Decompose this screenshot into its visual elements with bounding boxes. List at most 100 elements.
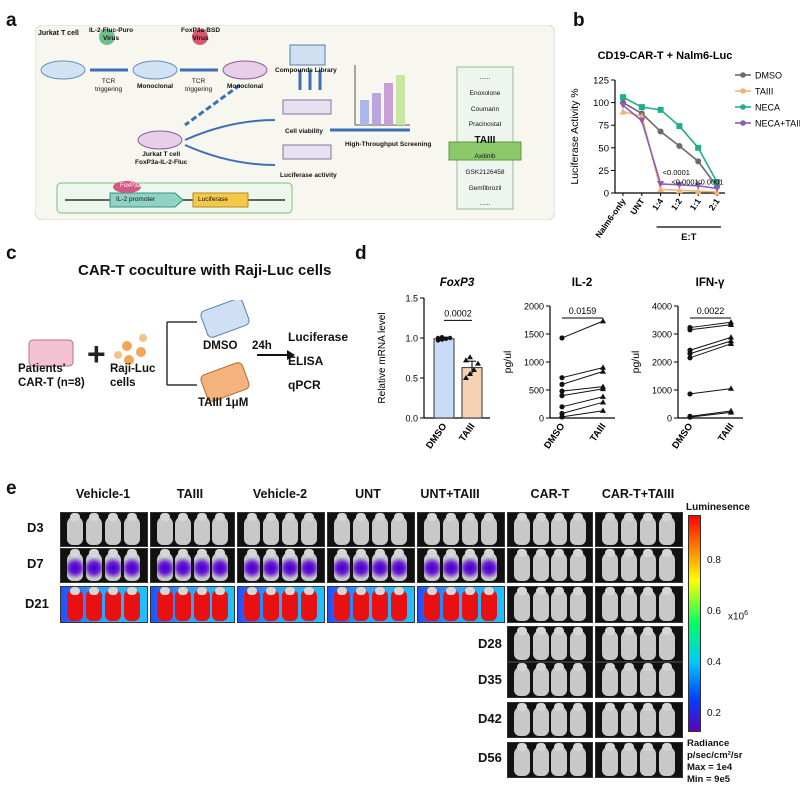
panel-c-title: CAR-T coculture with Raji-Luc cells [78,262,332,279]
mouse-icon [514,703,530,736]
mouse-image [417,586,505,623]
data-point [559,381,565,387]
legend-label: DMSO [755,71,782,81]
mouse-icon [659,627,675,660]
pvalue-label: 0.0002 [444,308,472,318]
mouse-image [417,548,505,583]
mouse-icon [621,627,637,660]
y-tick-label: 500 [529,386,544,396]
mouse-image [327,548,415,583]
data-point [728,385,734,391]
pvalue-annotation: <0.0001 [671,178,698,187]
data-point [728,409,734,415]
arrow [184,144,276,166]
mouse-icon [462,587,478,621]
data-point [600,385,606,392]
mouse-image [60,512,148,547]
plate-icon [289,44,326,66]
mouse-icon [282,513,298,545]
data-point [728,340,734,346]
mouse-icon [443,513,459,545]
mouse-image [595,512,683,547]
mouse-image [150,548,235,583]
series-line [622,96,718,183]
pair-line [561,320,604,339]
mouse-image [237,548,325,583]
mouse-icon [569,743,586,776]
group-label: TAIII [176,487,204,501]
y-tick-label: 75 [598,121,609,132]
mouse-icon [353,513,369,545]
dish-icon [222,60,268,80]
mouse-image [507,586,593,623]
virus-icon [192,29,208,45]
mouse-icon [640,743,656,776]
data-point [675,186,683,194]
data-point [620,94,626,101]
day-label: D56 [478,750,502,765]
mouse-icon [175,549,192,581]
monoclonal1-label: Monoclonal [137,83,174,90]
mouse-icon [372,549,388,581]
mouse-icon [244,513,260,545]
panel-a-schematic [35,25,555,220]
mouse-image [327,586,415,623]
mouse-icon [124,513,140,545]
mouse-image [595,742,683,778]
y-tick-label: 4000 [652,302,672,312]
mouse-icon [301,549,317,581]
y-axis-label: pg/ul [630,351,642,374]
pair-line [561,401,604,415]
mouse-icon [334,513,350,545]
x-tick-label: TAIII [716,421,736,444]
y-tick-label: 1.5 [405,294,418,304]
pair-line [689,343,732,359]
mouse-image [507,626,593,662]
compound-item: ...... [479,74,491,81]
mouse-icon [514,627,530,660]
mouse-icon [569,513,586,545]
mouse-image [595,586,683,623]
mouse-icon [532,743,549,776]
mouse-icon [86,587,102,621]
mouse-image [507,512,593,547]
mouse-icon [263,549,279,581]
colorbar-ticks: 0.8 0.6 0.4 0.2 [707,555,721,719]
mouse-icon [640,663,656,696]
cell-icon [114,351,122,359]
mouse-icon [334,549,350,581]
mouse-icon [551,663,567,696]
data-point [619,108,627,115]
mouse-icon [551,627,567,660]
mouse-icon [372,513,388,545]
mouse-icon [443,549,459,581]
cell-icon [122,341,132,351]
pvalue-annotation: <0.0001 [696,178,723,187]
colorbar-title: Luminesence [686,502,750,513]
mouse-icon [462,513,478,545]
mouse-icon [621,663,637,696]
mouse-icon [621,743,637,776]
data-point [694,187,702,195]
data-point [687,414,693,420]
compound-item: TAIII [474,135,496,147]
data-point [600,317,606,324]
data-point [687,327,693,333]
compound-list [456,66,514,210]
compound-item: ...... [479,200,491,208]
mouse-icon [193,513,210,545]
pair-line [561,371,604,385]
mouse-image [507,548,593,583]
x-tick-label: 1:1 [688,196,703,212]
series-line [622,101,718,188]
mouse-icon [263,587,279,621]
dish-icon [137,130,183,150]
mouse-icon [244,587,260,621]
y-tick-label: 0.5 [405,374,418,384]
flask-taiii-icon [200,362,250,402]
group-label: Vehicle-1 [75,487,131,501]
mouse-icon [282,549,298,581]
mouse-icon [424,549,440,581]
